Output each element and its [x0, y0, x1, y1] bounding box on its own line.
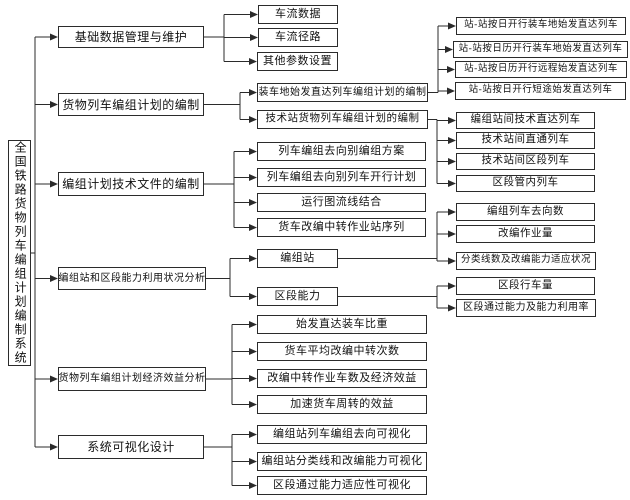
arrowhead [249, 199, 257, 206]
arrowhead [50, 180, 58, 188]
node-b6: 系统可视化设计 [58, 435, 204, 459]
node-b4: 编组站和区段能力利用状况分析 [58, 267, 206, 290]
arrowhead [50, 443, 58, 451]
node-b5: 货物列车编组计划经济效益分析 [58, 367, 206, 391]
arrowhead [249, 255, 257, 262]
node-b1: 基础数据管理与维护 [58, 26, 204, 48]
arrowhead [249, 348, 257, 355]
node-c10: 编组站 [257, 249, 338, 268]
node-d1: 站-站按日开行装车地始发直达列车 [456, 17, 626, 35]
arrowhead [448, 257, 456, 265]
arrowhead [249, 58, 257, 65]
arrowhead [50, 375, 58, 383]
node-d9: 编组列车去向数 [456, 203, 595, 221]
node-c12: 始发直达装车比重 [257, 315, 427, 334]
arrowhead [448, 117, 456, 124]
arrowhead [50, 275, 58, 282]
node-c7: 列车编组去向别列车开行计划 [257, 168, 426, 187]
node-c11: 区段能力 [257, 287, 338, 306]
node-c17: 编组站分类线和改编能力可视化 [257, 452, 427, 471]
node-c4: 装车地始发直达列车编组计划的编制 [257, 83, 428, 102]
arrowhead [448, 158, 456, 165]
arrowhead [448, 180, 456, 187]
node-c14: 改编中转作业车数及经济效益 [257, 369, 427, 388]
node-c18: 区段通过能力适应性可视化 [257, 476, 427, 495]
arrowhead [249, 458, 257, 465]
node-c9: 货车改编中转作业站序列 [257, 218, 426, 237]
node-c5: 技术站货物列车编组计划的编制 [257, 110, 428, 129]
arrowhead [249, 116, 257, 123]
arrowhead [448, 137, 456, 144]
arrowhead [249, 89, 257, 96]
arrowhead [250, 34, 258, 41]
arrowhead [448, 230, 456, 238]
node-d11: 分类线数及改编能力适应状况 [456, 252, 596, 270]
node-c16: 编组站列车编组去向可视化 [257, 425, 427, 444]
arrowhead [50, 33, 58, 41]
node-d6: 技术站间直通列车 [456, 132, 595, 149]
node-c1: 车流数据 [258, 5, 338, 24]
arrowhead [249, 224, 257, 231]
arrowhead [249, 174, 257, 181]
node-c8: 运行图流线结合 [257, 193, 426, 212]
arrowhead [448, 22, 456, 30]
node-c15: 加速货车周转的效益 [257, 395, 427, 414]
node-c3: 其他参数设置 [257, 52, 338, 71]
node-c6: 列车编组去向别编组方案 [257, 142, 426, 161]
node-d12: 区段行车量 [456, 277, 595, 295]
node-b3: 编组计划技术文件的编制 [58, 172, 204, 196]
arrowhead [249, 482, 257, 489]
arrowhead [448, 208, 456, 216]
node-c13: 货车平均改编中转次数 [257, 342, 427, 361]
node-d2: 站-站按日历开行装车地始发直达列车 [453, 41, 628, 58]
arrowhead [448, 282, 456, 290]
arrowhead [250, 11, 258, 18]
arrowhead [249, 321, 257, 328]
node-b2: 货物列车编组计划的编制 [58, 93, 204, 116]
connector-path [31, 14, 449, 486]
node-root: 全国铁路货物列车编组计划编制系统 [8, 140, 31, 366]
arrowhead [249, 375, 257, 382]
arrowhead [249, 148, 257, 155]
node-d3: 站-站按日历开行远程始发直达列车 [455, 61, 627, 78]
arrowhead [445, 46, 453, 53]
arrowhead [447, 66, 455, 73]
arrowhead [50, 101, 58, 108]
arrowhead [448, 304, 456, 312]
arrowhead [447, 87, 455, 95]
node-d4: 站-站按日开行短途始发直达列车 [455, 82, 626, 100]
node-d8: 区段管内列车 [456, 175, 595, 192]
node-c2: 车流径路 [258, 28, 338, 47]
node-d10: 改编作业量 [456, 225, 595, 243]
arrowhead [249, 401, 257, 408]
node-d5: 编组站间技术直达列车 [456, 112, 595, 129]
arrowhead [249, 431, 257, 438]
arrowhead [249, 293, 257, 300]
node-d13: 区段通过能力及能力利用率 [456, 299, 596, 317]
node-d7: 技术站间区段列车 [456, 153, 595, 170]
